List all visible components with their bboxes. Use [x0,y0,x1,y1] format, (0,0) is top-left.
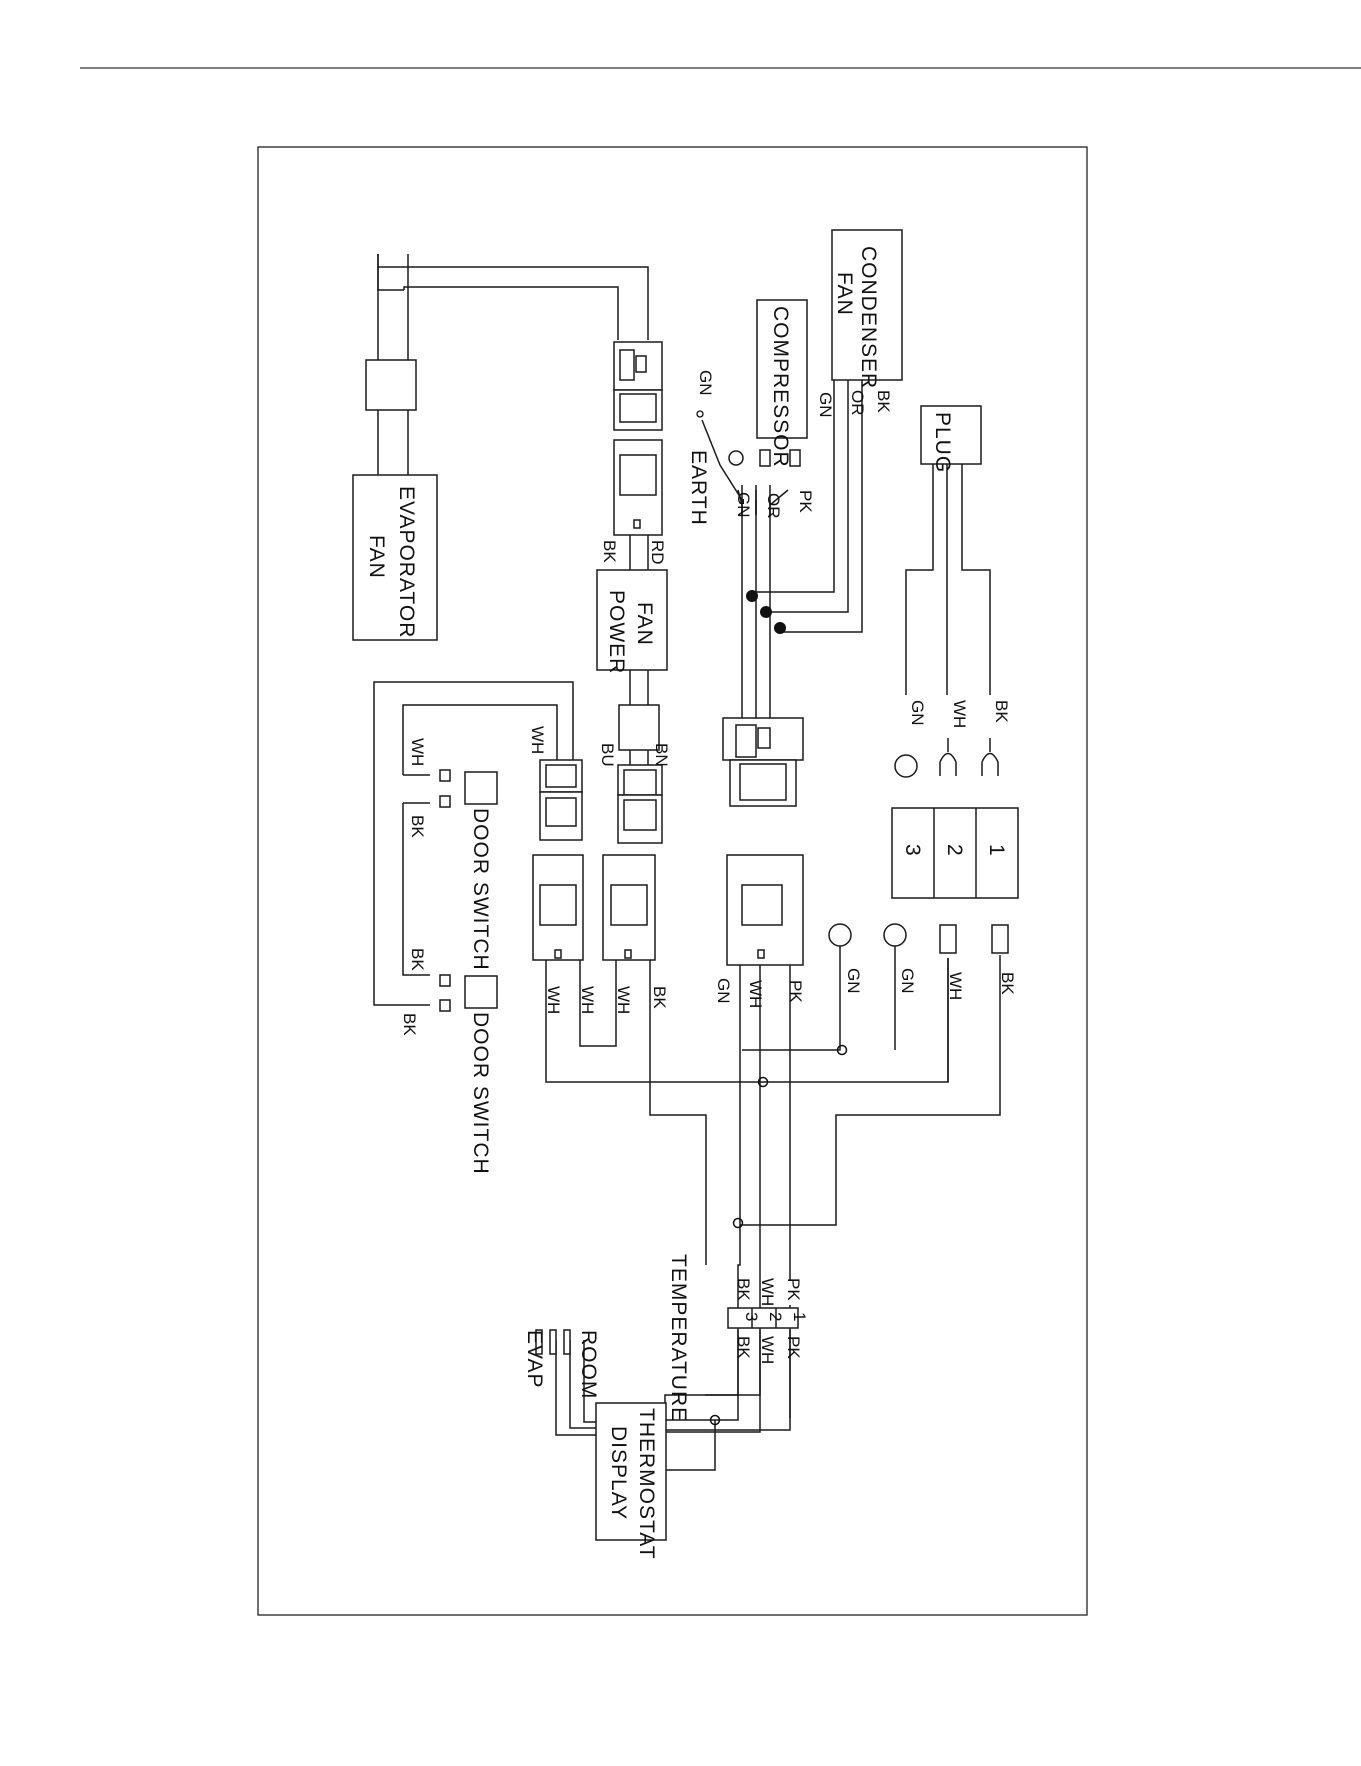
wire-label-condenser-gn: GN [816,392,835,418]
plug: PLUG GN WH BK [895,406,1011,777]
wire-label-ring1-gn: GN [844,968,863,994]
room-label: ROOM [577,1330,600,1399]
wire-label-ds-wh-top: WH [408,738,427,766]
wire-label-condenser-or: OR [848,390,867,416]
thermo-pin-3: 3 [742,1312,761,1321]
wire-label-tb-bk-out: BK [734,1336,753,1359]
ground-terminals: GN GN WH BK [829,924,1017,1000]
wire-label-c3-pk: PK [786,980,805,1003]
wire-label-comp-gn: GN [734,492,753,518]
wire-label-ring2-gn: GN [898,968,917,994]
wire-label-ds-bk-1: BK [408,815,427,838]
door-switch-2-label: DOOR SWITCH [469,1012,492,1175]
thermo-pin-1: 1 [790,1312,809,1321]
evaporator-fan-label-2: FAN [365,535,388,579]
wire-label-ds-wh-conn: WH [528,726,547,754]
compressor-harness-connector [723,718,803,806]
lower-connector-3: GN WH PK [714,855,805,1008]
door-switch-bottom: BK BK DOOR SWITCH [400,948,497,1175]
wire-label-c2-bk: BK [650,986,669,1009]
terminal-block-2: 2 [943,844,966,857]
wire-label-fan-bu: BU [598,743,617,767]
wire-label-c3-gn: GN [714,978,733,1004]
wire-label-fl-bk: BK [998,972,1017,995]
temperature-label: TEMPERATURE [667,1254,690,1422]
evap-label: EVAP [523,1330,546,1388]
thermostat-display-label-1: THERMOSTAT [635,1408,658,1560]
thermostat-display-label-2: DISPLAY [607,1426,630,1520]
fan-power-label-1: FAN [633,602,656,646]
door-switch-1-label: DOOR SWITCH [469,808,492,971]
terminal-block-3: 3 [901,844,924,857]
evaporator-fan-label-1: EVAPORATOR [395,486,418,638]
earth-terminal: GN EARTH [687,370,715,526]
lower-connector-1: WH [533,855,583,1014]
evaporator-fan: EVAPORATOR FAN [353,360,437,640]
earth-label: EARTH [687,450,710,526]
door-switch-connector: WH [528,726,582,840]
wire-label-tb-bk-in: BK [734,1278,753,1301]
wire-label-tb-pk-out: PK [784,1336,803,1359]
condenser-fan-label-2: FAN [833,272,856,316]
junctions [711,590,847,1425]
lower-connector-2: WH WH BK [578,855,669,1014]
wire-label-fan-bn: BN [652,743,671,767]
compressor-label: COMPRESSOR [769,306,792,468]
fan-power-label-2: POWER [605,590,628,674]
wire-label-comp-pk: PK [796,490,815,513]
wire-label-condenser-bk: BK [874,390,893,413]
wire-label-fan-rd: RD [648,540,667,565]
thermostat-display: THERMOSTAT DISPLAY ROOM EVAP [523,1330,666,1560]
wire-label-plug-gn: GN [908,700,927,726]
wire-label-ds-bk-3: BK [400,1013,419,1036]
door-switch-top: WH BK DOOR SWITCH [408,738,497,971]
condenser-fan: CONDENSER FAN GN OR BK [816,230,902,418]
wire-label-fan-bk: BK [600,540,619,563]
wire-label-tb-wh-out: WH [758,1336,777,1364]
fan-power: FAN POWER BN BU [597,570,671,843]
earth-gn-label: GN [696,370,715,396]
wire-label-ds-bk-2: BK [408,948,427,971]
wire-label-tb-wh-in: WH [758,1278,777,1306]
wire-label-c1-wh: WH [544,986,563,1014]
wire-label-c3-wh: WH [746,980,765,1008]
wire-label-comp-or: OR [764,493,783,519]
plug-label: PLUG [931,412,954,473]
wire-label-tb-pk-in: PK [784,1278,803,1301]
condenser-fan-label-1: CONDENSER [857,246,880,389]
thermo-pin-2: 2 [766,1312,785,1321]
wire-label-plug-bk: BK [992,700,1011,723]
terminal-block: 1 2 3 [892,808,1018,898]
terminal-block-1: 1 [985,844,1008,857]
wire-label-c2-wh-b: WH [614,986,633,1014]
wire-label-c2-wh: WH [578,986,597,1014]
wire-label-fl-wh: WH [946,972,965,1000]
fan-connectors: RD BK [600,342,667,565]
wire-label-plug-wh: WH [950,700,969,728]
